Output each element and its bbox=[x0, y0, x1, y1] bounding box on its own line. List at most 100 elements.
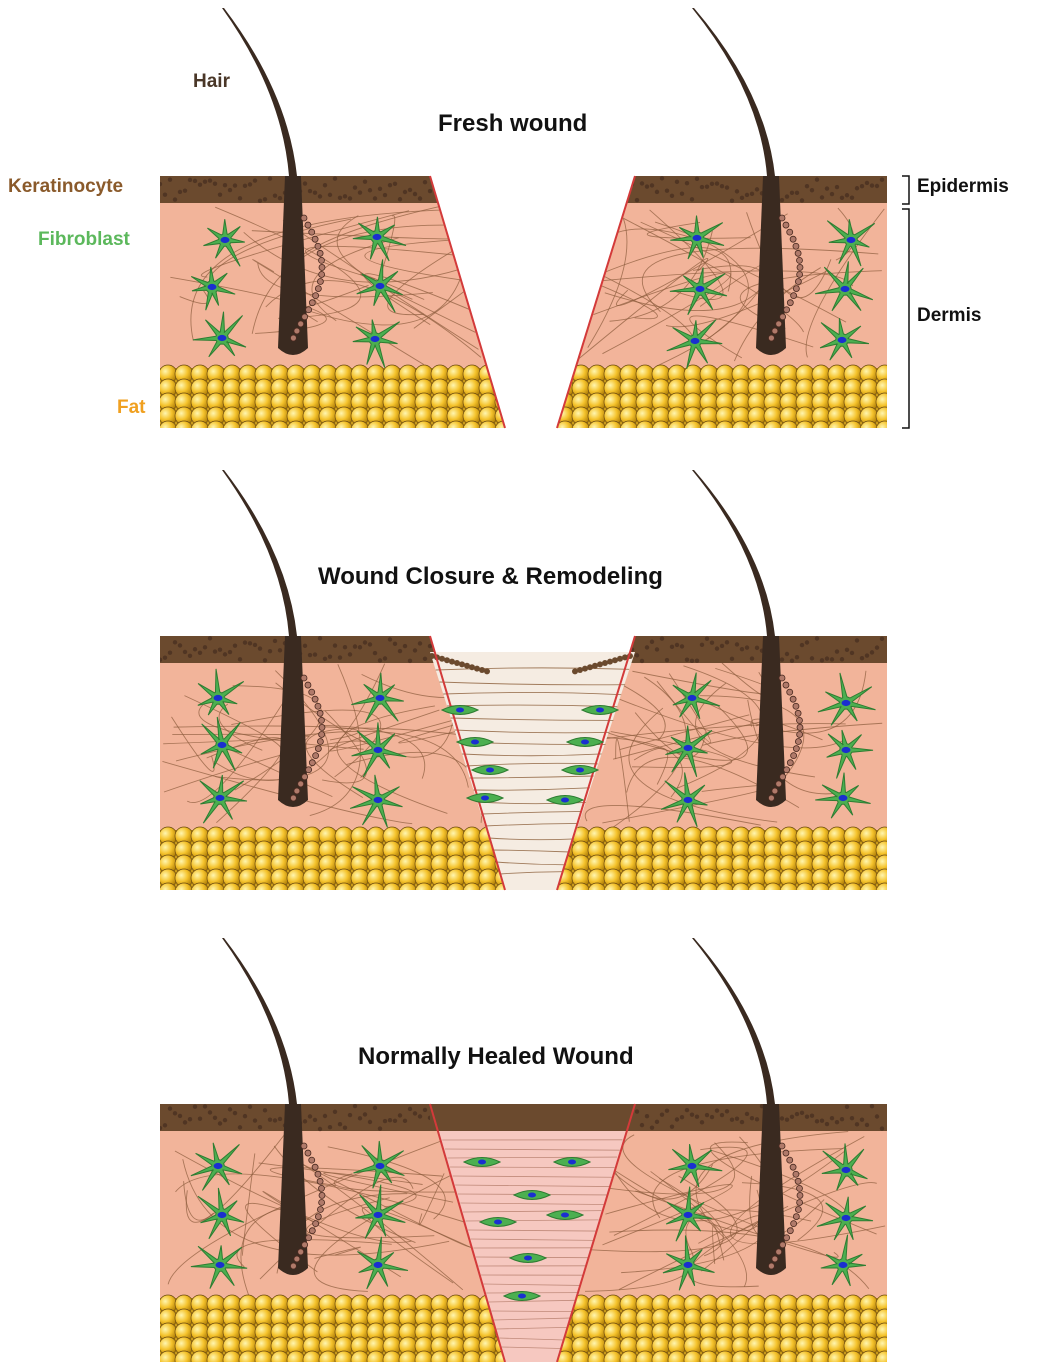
fat-cell bbox=[463, 883, 481, 901]
fat-cell bbox=[748, 421, 766, 439]
fat-cell bbox=[604, 421, 622, 439]
dermis-bracket bbox=[902, 209, 909, 428]
fat-cell bbox=[700, 883, 718, 901]
label-fat: Fat bbox=[117, 397, 146, 419]
nucleus bbox=[374, 1262, 383, 1268]
hair-shaft bbox=[222, 8, 297, 176]
fat-cell bbox=[223, 421, 241, 439]
fat-cell bbox=[876, 883, 894, 901]
fat-cell bbox=[351, 883, 369, 901]
fat-cell bbox=[876, 421, 894, 439]
fat-cell bbox=[223, 883, 241, 901]
fat-cell bbox=[828, 883, 846, 901]
panel-title-fresh: Fresh wound bbox=[438, 110, 587, 138]
fat-cell bbox=[463, 421, 481, 439]
fat-cell bbox=[844, 883, 862, 901]
fat-cell bbox=[652, 883, 670, 901]
fat-cell bbox=[812, 883, 830, 901]
fat-cell bbox=[319, 421, 337, 439]
nucleus bbox=[842, 1215, 851, 1221]
fat-cell bbox=[255, 421, 273, 439]
nucleus bbox=[373, 234, 382, 240]
fat-cell bbox=[479, 421, 497, 439]
nucleus bbox=[684, 797, 693, 803]
nucleus bbox=[374, 1212, 383, 1218]
fat-cell bbox=[287, 883, 305, 901]
nucleus bbox=[688, 1163, 697, 1169]
hair-shaft bbox=[692, 938, 775, 1104]
nucleus bbox=[376, 283, 385, 289]
nucleus bbox=[842, 1167, 851, 1173]
epidermis-layer bbox=[557, 176, 887, 203]
fat-cell bbox=[303, 421, 321, 439]
epidermis-bracket bbox=[902, 176, 909, 204]
nucleus bbox=[842, 747, 851, 753]
nucleus bbox=[216, 795, 225, 801]
nucleus bbox=[376, 695, 385, 701]
nucleus bbox=[218, 335, 227, 341]
fat-cell bbox=[860, 421, 878, 439]
label-fibroblast: Fibroblast bbox=[38, 229, 130, 251]
fat-cell bbox=[780, 883, 798, 901]
fat-cell bbox=[207, 421, 225, 439]
fat-cell bbox=[732, 421, 750, 439]
nucleus bbox=[218, 742, 227, 748]
fat-cell bbox=[431, 883, 449, 901]
fat-cell bbox=[636, 883, 654, 901]
nucleus bbox=[221, 237, 230, 243]
fat-cell bbox=[684, 421, 702, 439]
fat-cell bbox=[620, 421, 638, 439]
nucleus bbox=[847, 237, 856, 243]
label-dermis: Dermis bbox=[917, 305, 981, 327]
nucleus bbox=[691, 338, 700, 344]
fat-cell bbox=[415, 883, 433, 901]
fat-cell bbox=[367, 421, 385, 439]
fat-cell bbox=[860, 883, 878, 901]
fat-cell bbox=[255, 883, 273, 901]
fat-cell bbox=[572, 883, 590, 901]
fat-cell bbox=[764, 421, 782, 439]
nucleus bbox=[208, 284, 217, 290]
panel-title-closure: Wound Closure & Remodeling bbox=[318, 563, 663, 591]
fat-cell bbox=[335, 421, 353, 439]
nucleus bbox=[841, 286, 850, 292]
fat-cell bbox=[175, 421, 193, 439]
skin-block bbox=[555, 176, 894, 439]
fat-cell bbox=[652, 421, 670, 439]
fat-cell bbox=[239, 883, 257, 901]
fat-cell bbox=[159, 883, 177, 901]
fat-cell bbox=[431, 421, 449, 439]
fat-cell bbox=[271, 883, 289, 901]
fat-cell bbox=[495, 365, 513, 383]
fat-cell bbox=[604, 883, 622, 901]
hair-shaft bbox=[222, 938, 297, 1104]
label-keratinocyte: Keratinocyte bbox=[8, 176, 123, 198]
nucleus bbox=[376, 1163, 385, 1169]
nucleus bbox=[838, 337, 847, 343]
fat-cell bbox=[495, 379, 513, 397]
nucleus bbox=[842, 700, 851, 706]
fat-cell bbox=[620, 883, 638, 901]
nucleus bbox=[214, 1163, 223, 1169]
fat-cell bbox=[175, 883, 193, 901]
fat-cell bbox=[732, 883, 750, 901]
skin-block bbox=[158, 176, 513, 439]
fat-cell bbox=[812, 421, 830, 439]
hair-shaft bbox=[692, 470, 775, 636]
fat-cell bbox=[447, 421, 465, 439]
nucleus bbox=[684, 1212, 693, 1218]
fat-cell bbox=[796, 883, 814, 901]
fat-cell bbox=[716, 421, 734, 439]
fat-cell bbox=[668, 421, 686, 439]
fat-cell bbox=[383, 883, 401, 901]
fat-cell bbox=[191, 883, 209, 901]
nucleus bbox=[839, 795, 848, 801]
nucleus bbox=[693, 235, 702, 241]
label-hair: Hair bbox=[193, 71, 230, 93]
fat-cell bbox=[367, 883, 385, 901]
fat-cell bbox=[716, 883, 734, 901]
fat-cell bbox=[399, 421, 417, 439]
fat-cell bbox=[383, 421, 401, 439]
nucleus bbox=[684, 745, 693, 751]
